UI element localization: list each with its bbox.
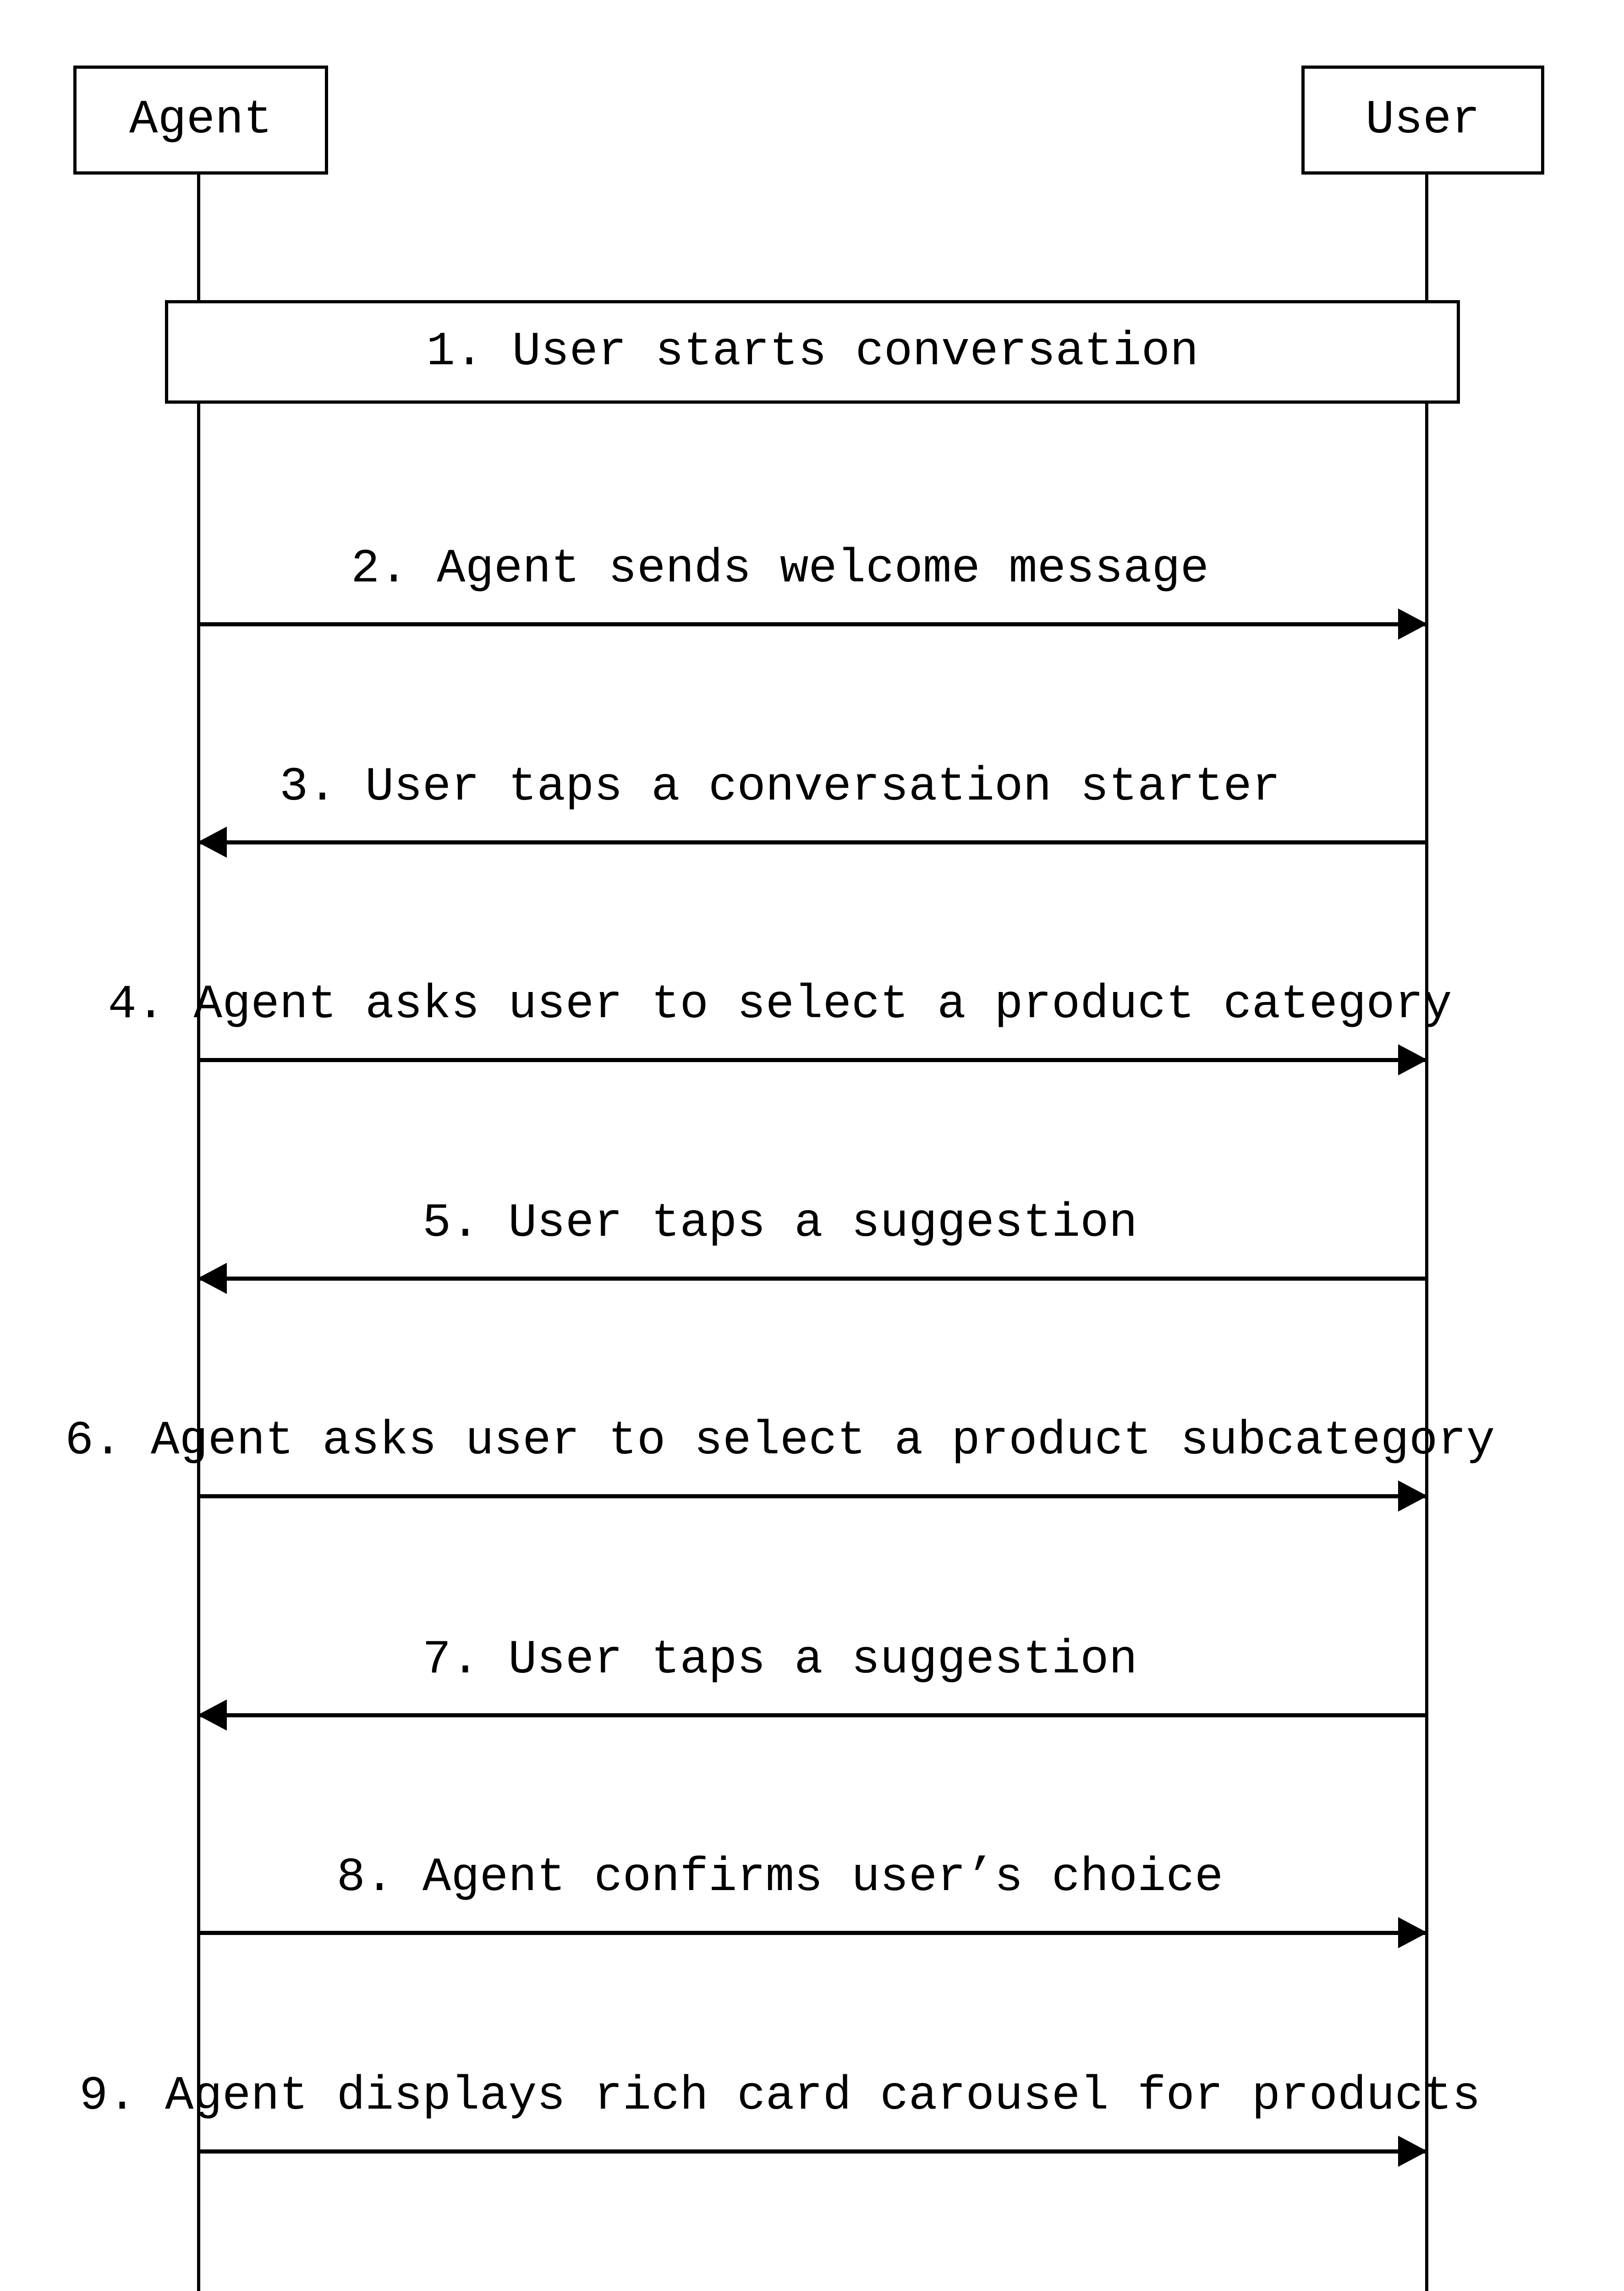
- message-2-text: 2. Agent sends welcome message: [351, 542, 1209, 596]
- lifeline-agent: [197, 175, 200, 2291]
- participant-user-top-label: User: [1366, 93, 1480, 147]
- message-7-line: [199, 1713, 1426, 1717]
- message-2-arrowhead-right: [1398, 608, 1427, 640]
- message-3-line: [199, 840, 1426, 844]
- message-10-label: 10. User selects a product: [0, 2286, 1624, 2291]
- message-7-arrowhead-left: [198, 1699, 227, 1731]
- message-5-label: 5. User taps a suggestion: [0, 1195, 1624, 1252]
- message-8-text: 8. Agent confirms user’s choice: [336, 1851, 1223, 1905]
- message-3-text: 3. User taps a conversation starter: [279, 760, 1281, 814]
- message-6-label: 6. Agent asks user to select a product s…: [0, 1413, 1624, 1469]
- participant-agent-top-label: Agent: [129, 93, 273, 147]
- message-3-label: 3. User taps a conversation starter: [0, 759, 1624, 816]
- message-6-line: [198, 1494, 1426, 1498]
- message-7-label: 7. User taps a suggestion: [0, 1632, 1624, 1688]
- message-9-arrowhead-right: [1398, 2136, 1427, 2167]
- message-6-text: 6. Agent asks user to select a product s…: [65, 1414, 1495, 1468]
- message-8-arrowhead-right: [1398, 1917, 1427, 1948]
- lifeline-user: [1425, 175, 1428, 2291]
- message-4-line: [198, 1058, 1426, 1062]
- message-3-arrowhead-left: [198, 827, 227, 858]
- message-8-line: [198, 1931, 1426, 1935]
- message-7-text: 7. User taps a suggestion: [422, 1633, 1138, 1687]
- message-2-line: [198, 622, 1426, 626]
- message-5-text: 5. User taps a suggestion: [422, 1196, 1138, 1250]
- message-9-line: [198, 2149, 1426, 2154]
- message-4-text: 4. Agent asks user to select a product c…: [108, 978, 1452, 1032]
- message-5-arrowhead-left: [198, 1263, 227, 1294]
- message-4-arrowhead-right: [1398, 1044, 1427, 1075]
- message-9-label: 9. Agent displays rich card carousel for…: [0, 2068, 1624, 2125]
- participant-user-top[interactable]: User: [1301, 66, 1544, 175]
- participant-agent-top[interactable]: Agent: [73, 66, 328, 175]
- message-5-line: [199, 1277, 1426, 1281]
- message-2-label: 2. Agent sends welcome message: [0, 541, 1624, 597]
- message-6-arrowhead-right: [1398, 1480, 1427, 1512]
- message-8-label: 8. Agent confirms user’s choice: [0, 1850, 1624, 1906]
- message-9-text: 9. Agent displays rich card carousel for…: [79, 2069, 1481, 2123]
- note-box-step-1: 1. User starts conversation: [165, 300, 1460, 404]
- message-4-label: 4. Agent asks user to select a product c…: [0, 977, 1624, 1033]
- message-10-text: 10. User selects a product: [408, 2286, 1152, 2291]
- note-box-step-1-label: 1. User starts conversation: [426, 325, 1199, 379]
